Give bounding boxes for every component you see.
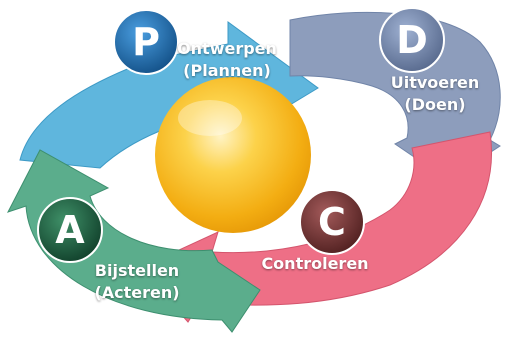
letter-p: P xyxy=(132,20,160,64)
letter-circle-c: C xyxy=(299,189,365,255)
act-label-line2: (Acteren) xyxy=(94,283,180,302)
do-label-line1: Uitvoeren xyxy=(390,73,480,92)
letter-circle-a: A xyxy=(37,197,103,263)
letter-c: C xyxy=(318,200,346,244)
letter-circle-d: D xyxy=(379,7,445,73)
act-label: Bijstellen (Acteren) xyxy=(82,260,192,304)
check-label-line1: Controleren xyxy=(261,254,369,273)
check-label: Controleren xyxy=(250,253,380,275)
do-label-line2: (Doen) xyxy=(404,95,466,114)
plan-label-line2: (Plannen) xyxy=(183,61,271,80)
letter-circle-p: P xyxy=(113,9,179,75)
do-label: Uitvoeren (Doen) xyxy=(380,72,490,116)
act-arrow xyxy=(6,149,261,333)
sphere-highlight xyxy=(178,100,242,136)
center-sphere xyxy=(155,77,311,233)
letter-a: A xyxy=(55,208,85,252)
act-label-line1: Bijstellen xyxy=(94,261,180,280)
plan-label: Ontwerpen (Plannen) xyxy=(172,38,282,82)
letter-d: D xyxy=(396,18,428,62)
plan-label-line1: Ontwerpen xyxy=(177,39,277,58)
